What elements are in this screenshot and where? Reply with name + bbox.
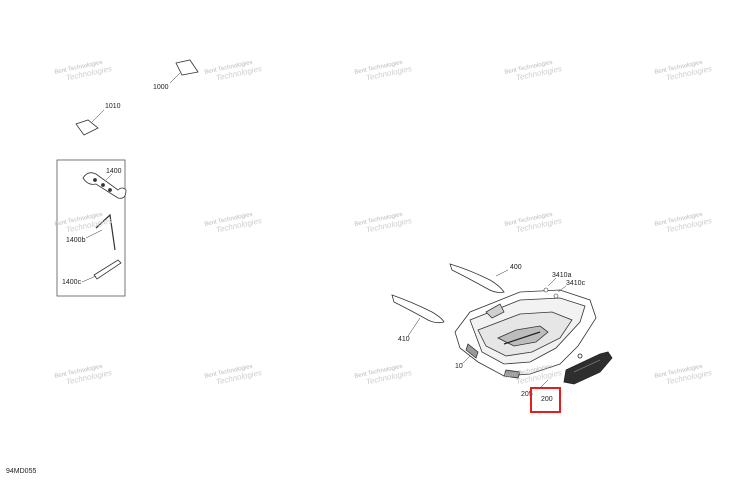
tool-kit-frame (56, 159, 126, 297)
part-label-410[interactable]: 410 (398, 336, 410, 343)
selected-part-highlight (530, 387, 561, 413)
screw-icon (543, 287, 559, 299)
part-label-200[interactable]: 200 (541, 396, 553, 403)
diagram-code: 94MD055 (6, 468, 37, 475)
part-label-3410a[interactable]: 3410a (552, 272, 572, 279)
part-label-3410c[interactable]: 3410c (566, 280, 586, 287)
part-1010-decal (75, 119, 99, 136)
cargo-box (454, 289, 597, 379)
part-label-1400[interactable]: 1400 (106, 168, 122, 175)
part-410-trim (391, 294, 445, 324)
part-label-400[interactable]: 400 (510, 264, 522, 271)
wrench-icon (82, 172, 127, 199)
part-label-1010[interactable]: 1010 (105, 103, 121, 110)
part-label-10[interactable]: 10 (455, 363, 463, 370)
part-400-trim (449, 263, 505, 293)
part-label-205[interactable]: 205 (521, 391, 533, 398)
part-label-1400b[interactable]: 1400b (66, 237, 86, 244)
part-1000-decal (175, 59, 199, 76)
part-label-1000[interactable]: 1000 (153, 84, 169, 91)
part-label-1400c[interactable]: 1400c (62, 279, 82, 286)
part-200-bumper (563, 351, 613, 385)
strap-icon (93, 259, 122, 280)
allen-key-icon (95, 213, 116, 251)
